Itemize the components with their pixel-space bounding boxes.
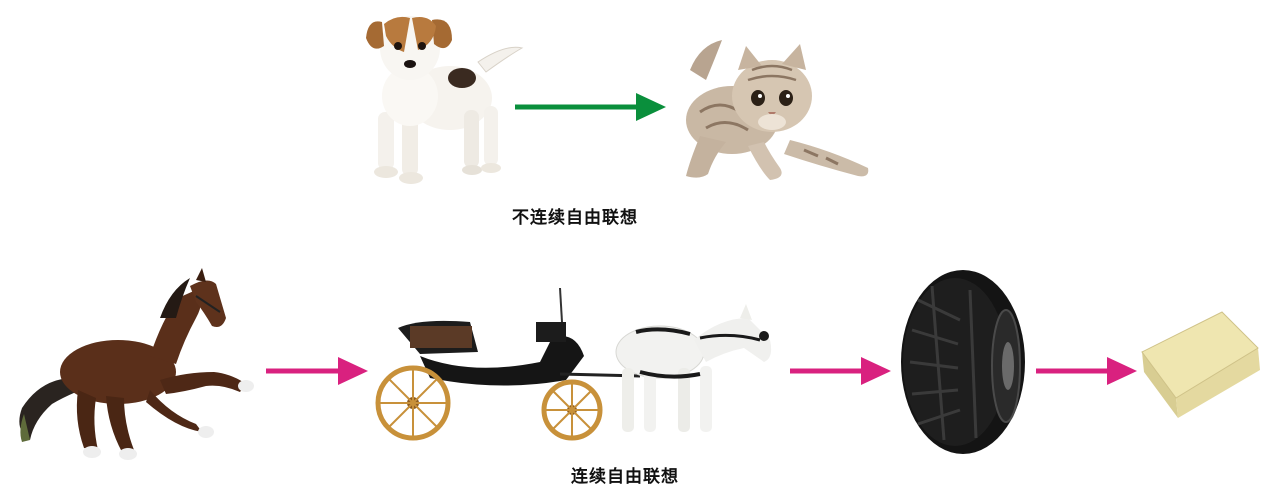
caption-continuous-association: 连续自由联想 — [571, 467, 679, 487]
magenta-arrow-2 — [790, 357, 891, 385]
green-arrow — [515, 93, 666, 121]
horse-illustration — [19, 268, 254, 460]
magenta-arrow-3 — [1036, 357, 1137, 385]
magenta-arrow-1 — [266, 357, 368, 385]
horse-carriage-illustration — [375, 287, 772, 441]
puppy-illustration — [366, 16, 524, 184]
kitten-illustration — [686, 40, 869, 180]
caption-discontinuous-association: 不连续自由联想 — [512, 208, 638, 228]
tire-illustration — [901, 270, 1025, 454]
eraser-illustration — [1141, 311, 1260, 418]
